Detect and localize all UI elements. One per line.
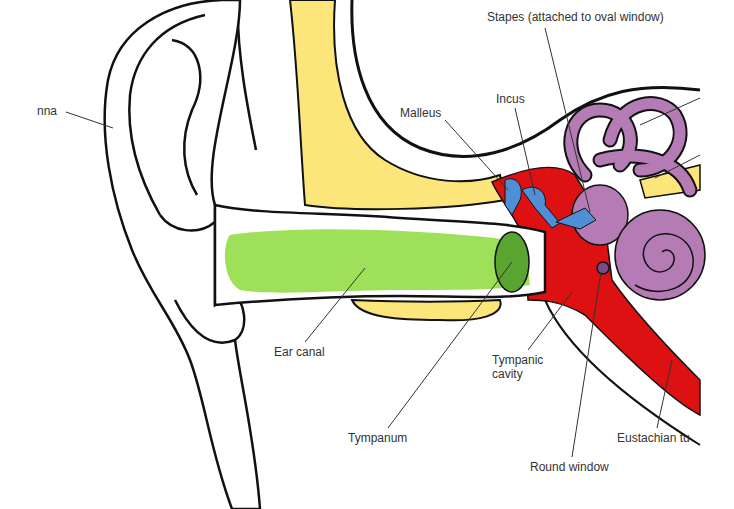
cochlea-spiral [635,234,693,292]
part-label: Stapes (attached to oval window) [487,10,664,24]
part-label: Round window [530,460,609,474]
part-label: Tympanum [348,431,407,445]
ear-canal [225,229,530,292]
lower-bone [352,300,501,320]
temporal-bone [290,0,505,209]
cochlea [615,210,705,300]
concha [160,215,215,230]
antihelix [172,40,200,195]
incus [522,187,560,228]
part-label: nna [37,104,57,118]
part-label: Malleus [400,106,441,120]
part-label: Tympanic cavity [492,353,562,381]
part-label: Eustachian tu [617,431,690,445]
part-label: Ear canal [274,345,325,359]
part-label: Incus [496,92,525,106]
lobe-fold [175,300,235,343]
canal-wall [215,205,545,305]
leader-lines [66,28,700,457]
round-window [597,262,609,274]
semicircular-canals [571,104,690,190]
head-contour [238,0,256,150]
helix-fold [129,15,205,215]
skull-contour [352,0,700,156]
malleus [505,179,521,215]
